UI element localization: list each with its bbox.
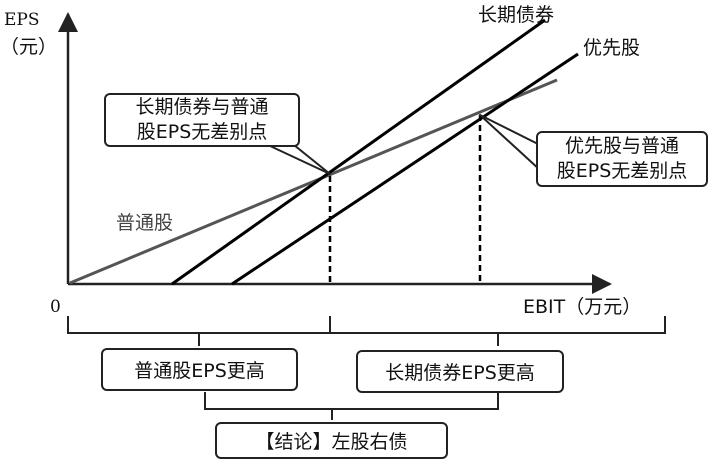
bond-common-callout-pointer bbox=[267, 144, 331, 175]
x-axis-label: EBIT（万元） bbox=[523, 296, 642, 318]
origin-label: 0 bbox=[50, 297, 61, 317]
right-region-label: 长期债券EPS更高 bbox=[356, 350, 564, 393]
right-region-brace bbox=[329, 316, 666, 346]
bond-common-indifference-callout: 长期债券与普通 股EPS无差别点 bbox=[104, 93, 300, 147]
conclusion-label: 【结论】左股右债 bbox=[215, 422, 448, 459]
left-region-brace bbox=[67, 316, 331, 346]
preferred-stock-line bbox=[231, 52, 579, 286]
conclusion-brace bbox=[204, 392, 499, 420]
left-region-label: 普通股EPS更高 bbox=[101, 348, 298, 391]
y-axis-unit: （元） bbox=[0, 36, 58, 58]
callout-line-2: 股EPS无差别点 bbox=[136, 121, 268, 143]
callout-line-1: 优先股与普通 bbox=[564, 135, 679, 158]
callout-line-1: 长期债券与普通 bbox=[135, 96, 269, 119]
common-stock-label: 普通股 bbox=[116, 212, 174, 234]
long-term-bond-label: 长期债券 bbox=[478, 4, 555, 26]
preferred-common-callout-pointer bbox=[479, 114, 541, 171]
y-axis-label: EPS bbox=[4, 10, 40, 30]
preferred-common-indifference-callout: 优先股与普通 股EPS无差别点 bbox=[536, 131, 708, 187]
preferred-stock-label: 优先股 bbox=[583, 37, 641, 59]
callout-line-2: 股EPS无差别点 bbox=[556, 160, 688, 182]
common-stock-line bbox=[69, 78, 558, 285]
long-term-bond-line bbox=[171, 18, 546, 286]
